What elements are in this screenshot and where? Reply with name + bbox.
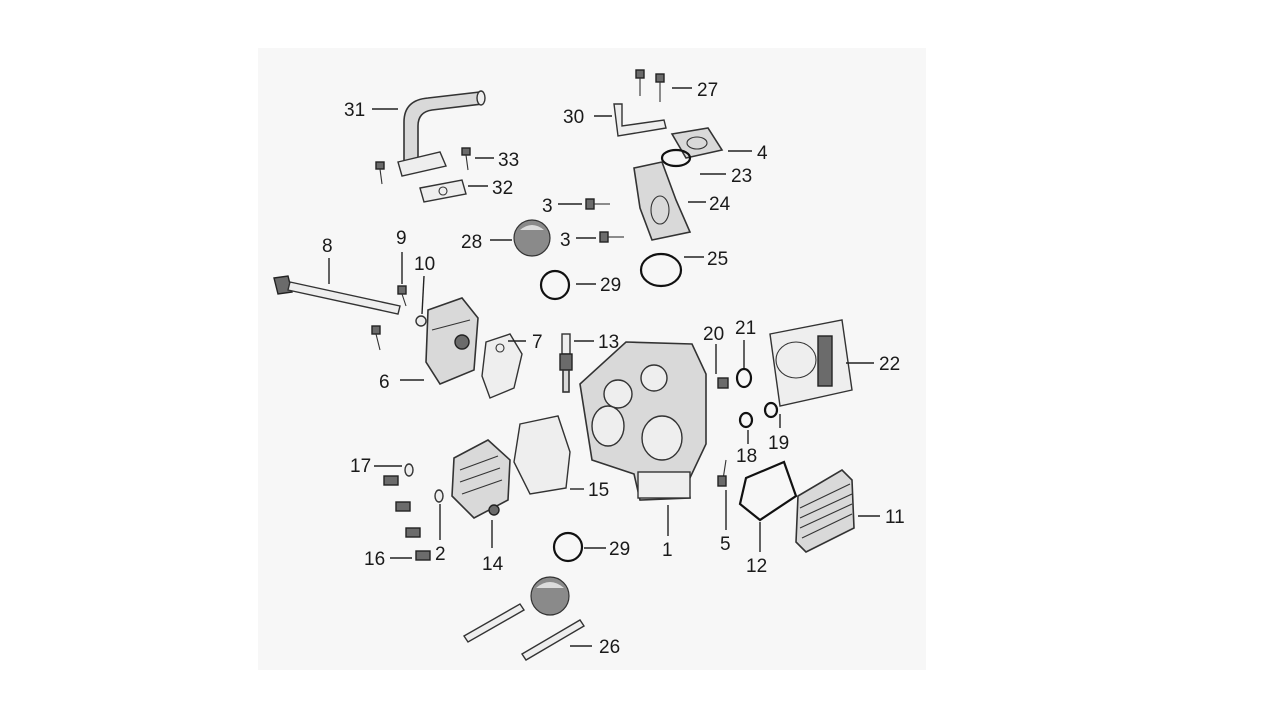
part-3-bolts xyxy=(585,198,624,243)
callout-6: 6 xyxy=(379,372,390,393)
callout-18: 18 xyxy=(736,446,757,467)
part-21-washer xyxy=(735,367,753,389)
part-5-stud xyxy=(717,459,727,487)
part-14-cover xyxy=(451,439,511,519)
part-17-washer xyxy=(404,463,414,477)
callout-9: 9 xyxy=(396,228,407,249)
callout-17: 17 xyxy=(350,456,371,477)
part-10-washer xyxy=(415,315,427,327)
part-33-bolts xyxy=(375,147,471,185)
callout-20: 20 xyxy=(703,324,724,345)
part-19-o-ring xyxy=(763,401,779,419)
callout-25: 25 xyxy=(707,249,728,270)
callout-16: 16 xyxy=(364,549,385,570)
callout-19: 19 xyxy=(768,433,789,454)
part-cap-lower xyxy=(530,576,570,616)
callout-11: 11 xyxy=(885,507,905,528)
part-12-gasket xyxy=(738,460,798,522)
callout-30: 30 xyxy=(563,107,584,128)
part-18-o-ring xyxy=(738,411,754,429)
callout-29-upper: 29 xyxy=(600,275,621,296)
part-23-o-ring xyxy=(660,148,692,168)
part-32-gasket xyxy=(419,179,467,203)
part-1-cylinder-head xyxy=(579,341,707,501)
callout-14: 14 xyxy=(482,554,504,575)
callout-4: 4 xyxy=(757,143,768,164)
part-15-gasket xyxy=(513,415,571,495)
callout-3-lower: 3 xyxy=(560,230,571,251)
callout-21: 21 xyxy=(735,318,756,339)
callout-32: 32 xyxy=(492,178,513,199)
part-8-long-bolt xyxy=(273,275,401,315)
part-20-bolt xyxy=(717,377,729,389)
part-31-intake-pipe xyxy=(397,90,486,177)
part-29-o-ring-upper xyxy=(539,269,571,301)
callout-33: 33 xyxy=(498,150,519,171)
callout-22: 22 xyxy=(879,354,900,375)
callout-5: 5 xyxy=(720,534,731,555)
callout-1: 1 xyxy=(662,540,673,561)
part-16-bolts xyxy=(383,475,431,561)
part-2-washer xyxy=(434,489,444,503)
part-29-o-ring-lower xyxy=(552,531,584,563)
part-22-gasket xyxy=(769,319,853,407)
part-26-studs xyxy=(463,603,585,661)
part-28-cap xyxy=(513,219,551,257)
callout-13: 13 xyxy=(598,332,619,353)
callout-28: 28 xyxy=(461,232,482,253)
callout-27: 27 xyxy=(697,80,718,101)
callout-12: 12 xyxy=(746,556,767,577)
callout-31: 31 xyxy=(344,100,365,121)
part-7-gasket xyxy=(481,333,523,399)
callout-15: 15 xyxy=(588,480,609,501)
part-24-manifold xyxy=(633,161,692,241)
part-6-cover xyxy=(425,297,479,385)
part-9-bolt xyxy=(371,285,407,351)
callout-3-upper: 3 xyxy=(542,196,553,217)
part-25-gasket xyxy=(639,252,683,288)
callout-24: 24 xyxy=(709,194,731,215)
callout-labels: 31 33 32 27 30 4 23 24 25 3 3 28 29 8 9 … xyxy=(322,80,905,658)
callout-7: 7 xyxy=(532,332,543,353)
callout-29-lower: 29 xyxy=(609,539,630,560)
callout-26: 26 xyxy=(599,637,620,658)
part-30-bracket xyxy=(613,103,667,137)
callout-23: 23 xyxy=(731,166,752,187)
callout-10: 10 xyxy=(414,254,435,275)
callout-8: 8 xyxy=(322,236,333,257)
leader-lines xyxy=(328,87,880,647)
part-13-spark-plug xyxy=(559,333,573,393)
part-11-fin-cover xyxy=(795,468,855,553)
callout-2: 2 xyxy=(435,544,446,565)
part-27-bolts xyxy=(635,69,665,102)
